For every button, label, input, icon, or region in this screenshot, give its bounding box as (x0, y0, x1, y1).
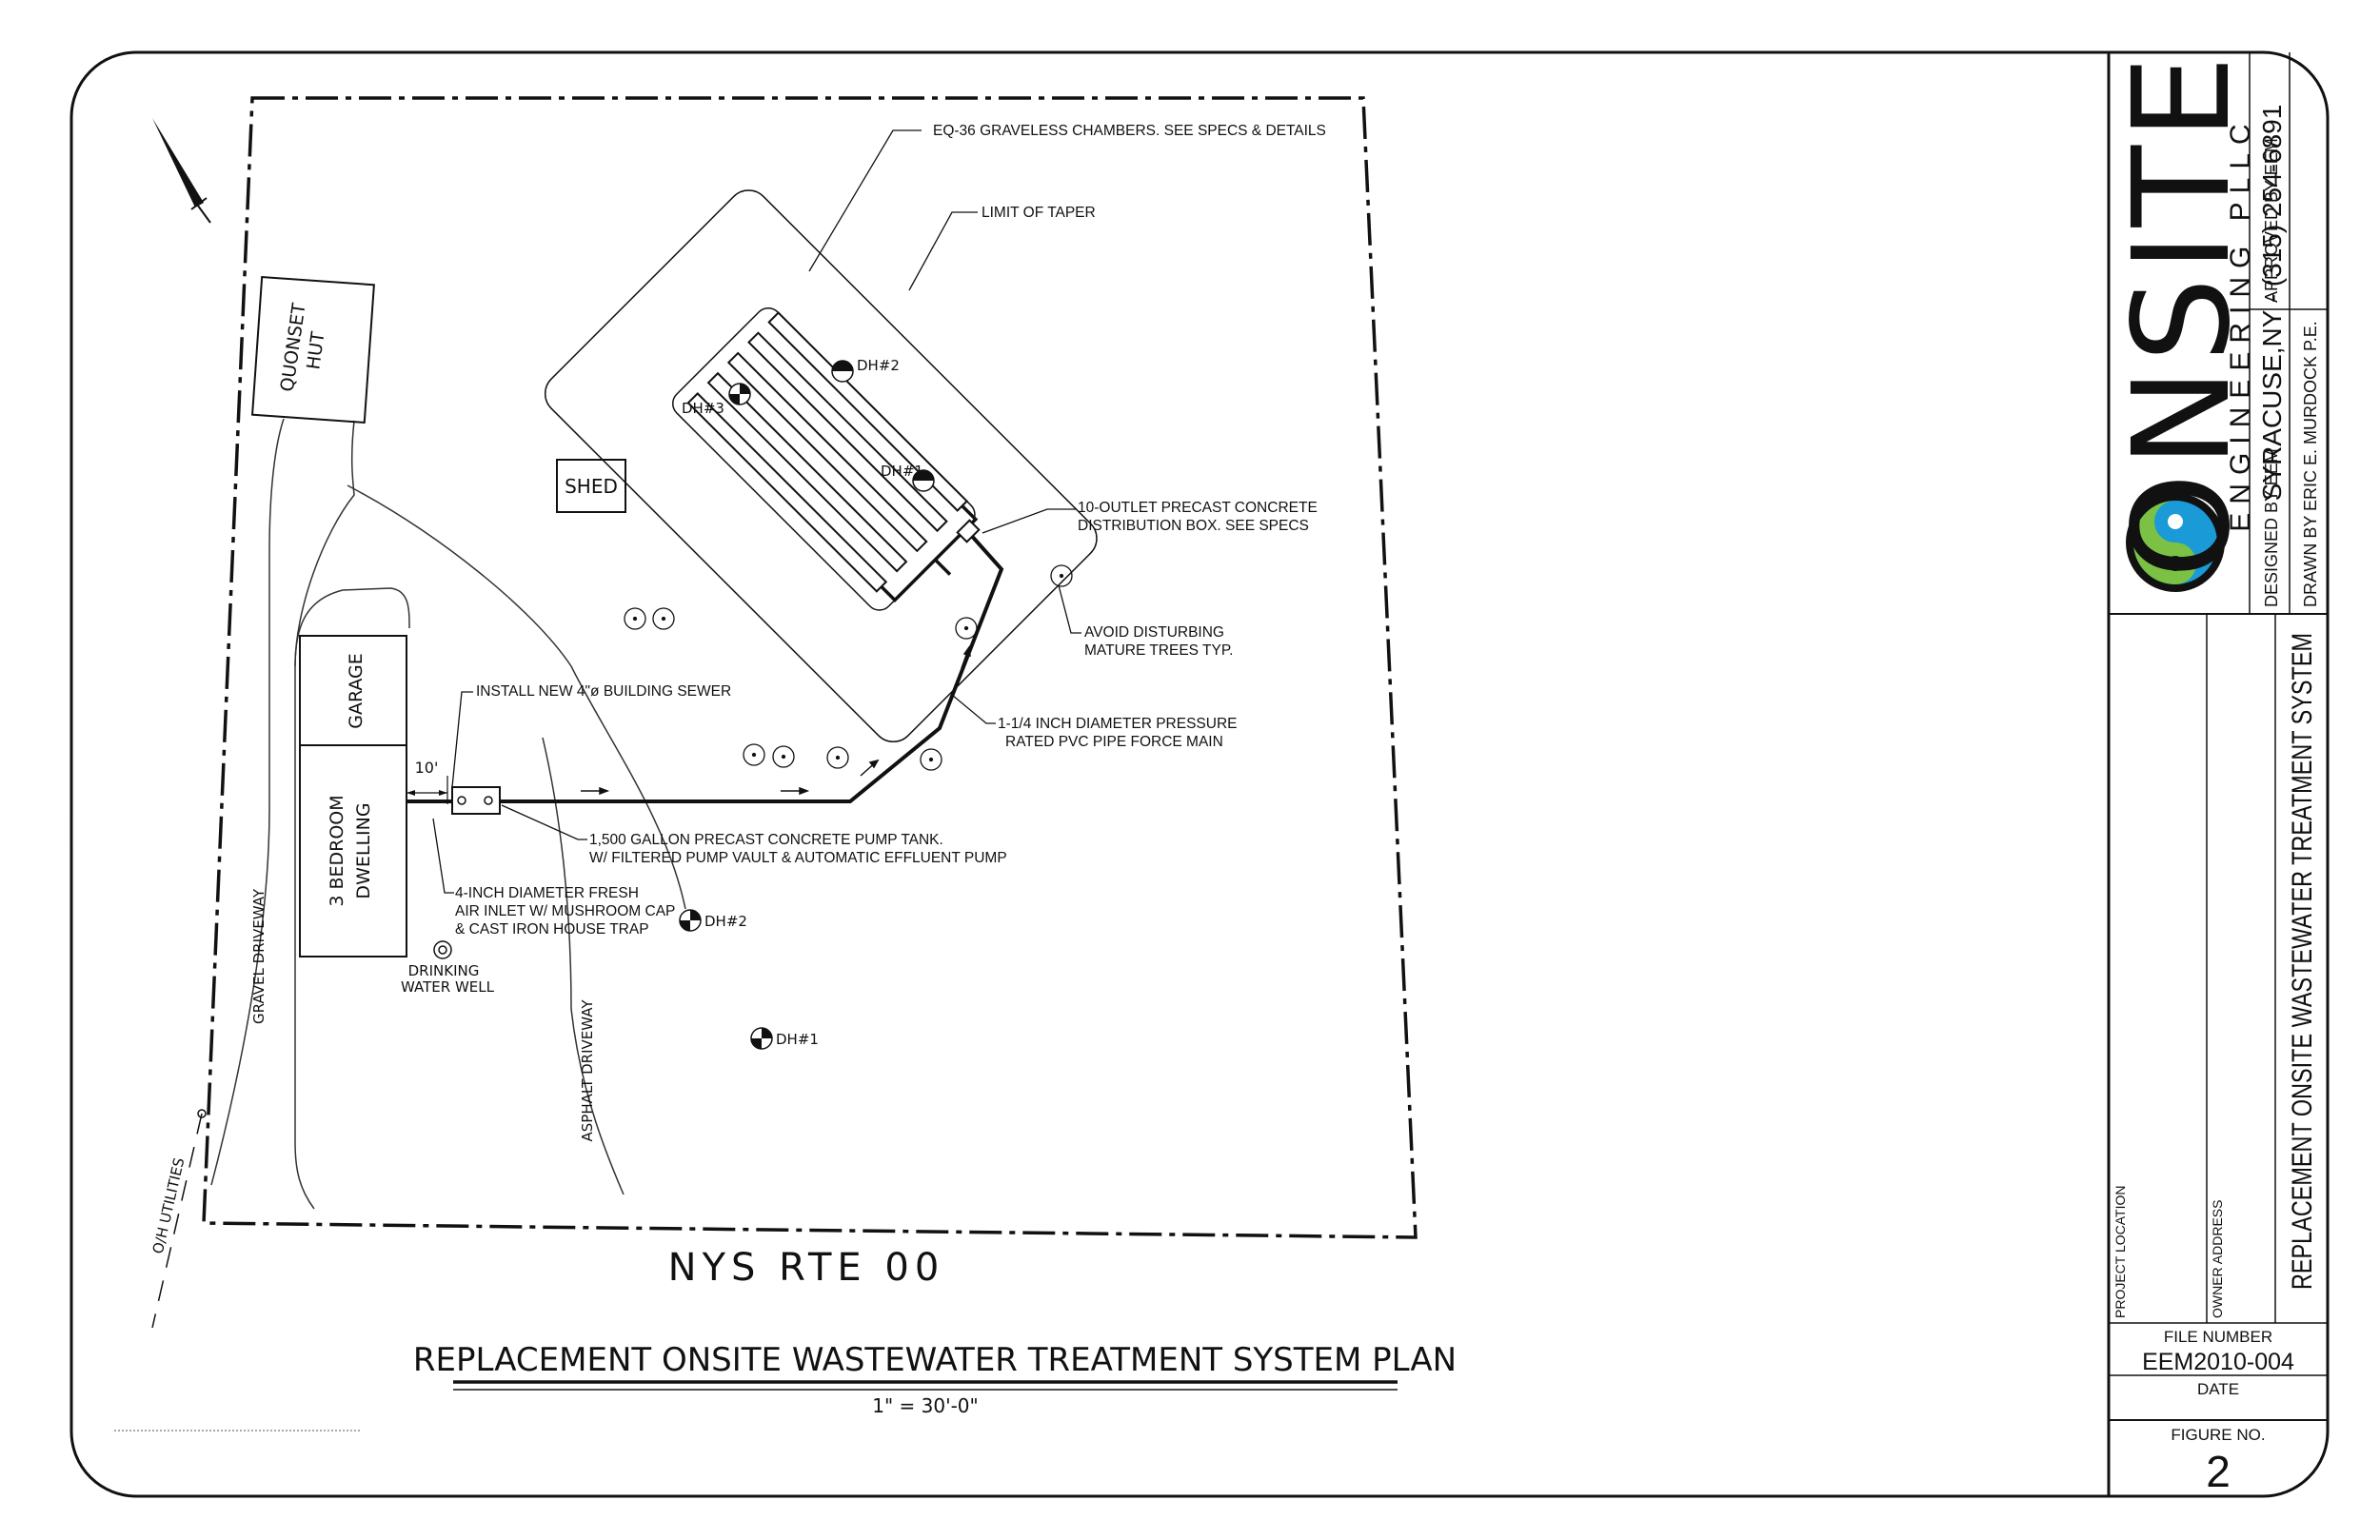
deep-hole-icons (679, 360, 935, 1050)
driveway-loop (294, 587, 410, 667)
callout-sewer: INSTALL NEW 4"ø BUILDING SEWER (476, 683, 731, 700)
garage-label: GARAGE (346, 653, 367, 729)
quonset-hut (250, 275, 375, 424)
water-well-icon (433, 940, 452, 959)
company-contact: SYRACUSE,NY - (315) 254-6891 (2257, 105, 2287, 502)
approved-by: APPROVED BY EEM (2262, 138, 2281, 303)
asphalt-driveway-edge (542, 737, 625, 1195)
date-label: DATE (2197, 1380, 2239, 1398)
property-line (202, 96, 1418, 1239)
utilities-label: O/H UTILITIES (149, 1156, 188, 1255)
quonset-hut-label: QUONSETHUT (277, 302, 333, 397)
shed-label: SHED (565, 475, 618, 498)
limit-of-taper (544, 189, 1098, 743)
file-number-label: FILE NUMBER (2164, 1328, 2272, 1346)
dh1-label-upper: DH#1 (881, 463, 923, 480)
gravel-driveway-label: GRAVEL DRIVEWAY (250, 888, 268, 1024)
tree-icons (624, 564, 1073, 771)
dimension-10ft: 10' (415, 759, 439, 777)
company-logo-text: ONSITE (2105, 49, 2260, 578)
dh2-label-lower: DH#2 (704, 913, 747, 930)
owner-address-label: OWNER ADDRESS (2210, 1200, 2225, 1318)
plan-scale: 1" = 30'-0" (872, 1394, 978, 1417)
figure-label: FIGURE NO. (2171, 1426, 2265, 1444)
title-block (2107, 52, 2328, 1496)
path-line (347, 484, 686, 910)
leader-lines (432, 129, 1081, 894)
project-title: REPLACEMENT ONSITE WASTEWATER TREATMENT … (2287, 633, 2318, 1290)
plan-title: REPLACEMENT ONSITE WASTEWATER TREATMENT … (413, 1341, 1457, 1379)
gravel-driveway-edge (268, 419, 360, 666)
drawn-by: DRAWN BY ERIC E. MURDOCK P.E. (2301, 321, 2320, 607)
dh1-label-lower: DH#1 (776, 1031, 819, 1048)
dh3-label: DH#3 (682, 400, 724, 417)
callout-pumptank: 1,500 GALLON PRECAST CONCRETE PUMP TANK.… (589, 832, 1007, 866)
callout-taper: LIMIT OF TAPER (982, 205, 1096, 221)
designed-by: DESIGNED BY EEM (2262, 448, 2281, 607)
utility-pole-icon (197, 1109, 207, 1118)
road-label: NYS RTE 00 (668, 1246, 945, 1290)
project-location-label: PROJECT LOCATION (2112, 1185, 2128, 1318)
dh2-label-upper: DH#2 (857, 357, 900, 374)
distribution-box (956, 519, 981, 543)
utility-line (151, 1113, 203, 1329)
figure-number: 2 (2206, 1447, 2231, 1496)
gravel-driveway-edge (210, 418, 285, 1186)
company-logo-icon (2126, 493, 2225, 592)
dwelling (299, 744, 407, 958)
callout-chambers: EQ-36 GRAVELESS CHAMBERS. SEE SPECS & DE… (933, 123, 1326, 139)
file-number: EEM2010-004 (2142, 1349, 2294, 1375)
chamber-rows (686, 311, 979, 602)
shed (556, 459, 626, 513)
north-arrow-icon (152, 118, 211, 224)
asphalt-driveway-label: ASPHALT DRIVEWAY (579, 999, 596, 1142)
flow-arrows (581, 644, 971, 796)
sheet-border (69, 50, 2330, 1498)
company-subtitle: ENGINEERING PLLC (2225, 115, 2256, 531)
force-main-pipe (500, 531, 1004, 803)
